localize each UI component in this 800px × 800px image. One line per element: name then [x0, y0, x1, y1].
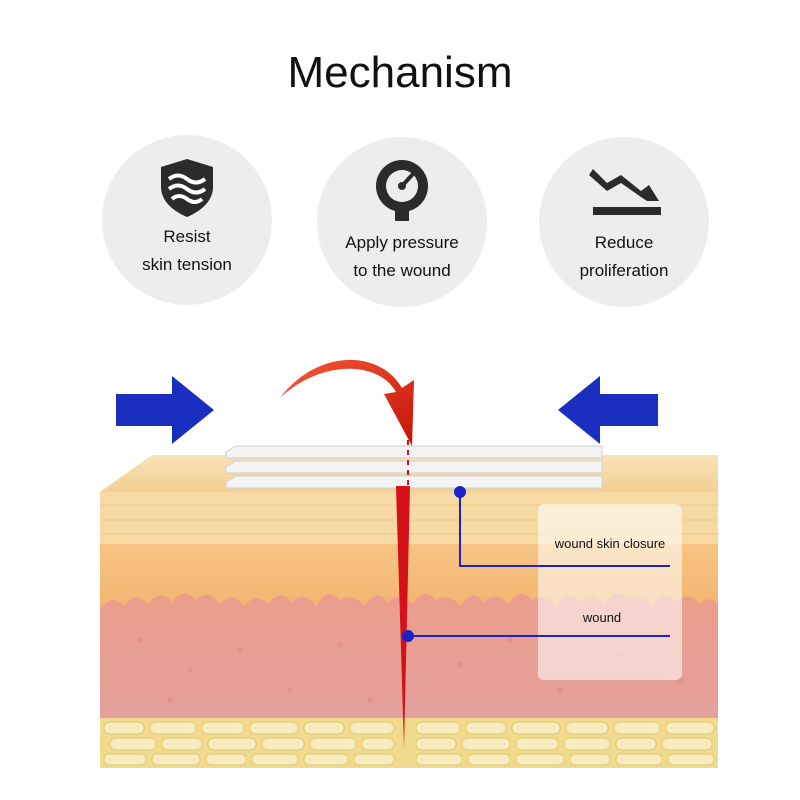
- left-push-arrow: [116, 376, 214, 444]
- wound-marker: [402, 630, 414, 642]
- feature-label: Resist skin tension: [142, 227, 232, 274]
- pressure-gauge-icon: [376, 160, 428, 221]
- shield-wave-icon: [161, 159, 213, 217]
- right-push-arrow: [558, 376, 658, 444]
- page-title: Mechanism: [287, 48, 513, 97]
- feature-label: Apply pressure to the wound: [345, 233, 459, 280]
- feature-resist-tension: Resist skin tension: [102, 135, 272, 305]
- fold-arrow: [280, 359, 414, 446]
- feature-apply-pressure: Apply pressure to the wound: [317, 137, 487, 307]
- callout-panel: [538, 504, 682, 680]
- wound-cut: [396, 486, 410, 748]
- downward-slope-icon: [589, 169, 661, 215]
- closure-strips: [225, 445, 603, 489]
- callout-wound: wound: [582, 610, 622, 625]
- leader-lines: [408, 492, 670, 637]
- callout-wound-skin-closure: wound skin closure: [554, 536, 666, 551]
- feature-reduce-proliferation: Reduce proliferation: [539, 137, 709, 307]
- feature-label: Reduce proliferation: [579, 233, 669, 280]
- closure-marker: [454, 486, 466, 498]
